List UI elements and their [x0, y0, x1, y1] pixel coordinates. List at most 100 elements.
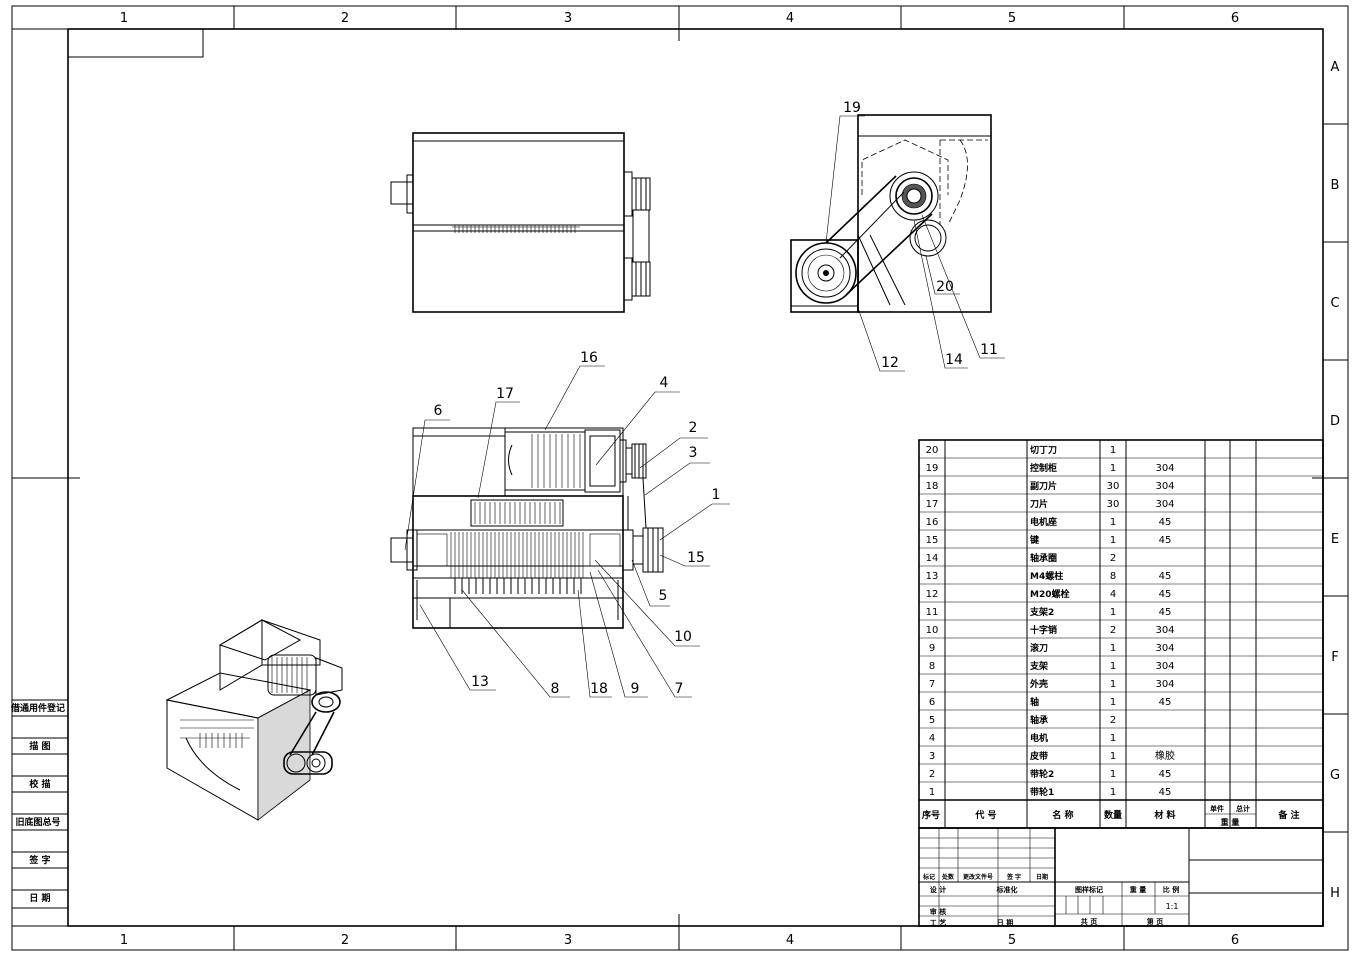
callout-label: 5 [659, 588, 668, 604]
bom-cell-material: 304 [1155, 661, 1174, 672]
bom-cell-name: 外壳 [1029, 678, 1048, 690]
bom-cell-name: M4螺柱 [1030, 570, 1063, 582]
callout-label: 8 [551, 681, 560, 697]
callout-label: 4 [660, 375, 669, 391]
tb-check: 审 核 [930, 907, 946, 916]
row-label: G [1330, 768, 1340, 783]
tb-rev-label: 处数 [941, 873, 955, 881]
bom-cell-name: 电机座 [1030, 516, 1057, 528]
callout-label: 18 [590, 681, 608, 697]
tb-standard: 标准化 [996, 885, 1018, 894]
bom-cell-qty: 1 [1110, 733, 1116, 744]
bom-cell-no: 14 [926, 553, 939, 564]
tb-stage: 图样标记 [1075, 885, 1103, 894]
row-label: B [1331, 178, 1340, 193]
tb-rev-label: 更改文件号 [963, 873, 993, 881]
callout-label: 3 [689, 445, 698, 461]
bom-cell-no: 4 [929, 733, 935, 744]
bom-cell-no: 5 [929, 715, 935, 726]
isometric-view [165, 619, 343, 821]
bom-cell-material: 45 [1159, 607, 1172, 618]
bom-cell-material: 45 [1159, 535, 1172, 546]
front-view [390, 427, 664, 629]
bom-cell-no: 18 [926, 481, 939, 492]
bom-header: 总计 [1236, 804, 1250, 813]
callout-label: 12 [881, 355, 899, 371]
bom-cell-qty: 1 [1110, 535, 1116, 546]
callout-label: 7 [675, 681, 684, 697]
col-label: 1 [120, 11, 128, 26]
bom-cell-no: 1 [929, 787, 935, 798]
bom-cell-material: 304 [1155, 643, 1174, 654]
tb-process: 工 艺 [930, 918, 946, 927]
bom-cell-qty: 2 [1110, 715, 1116, 726]
bom-cell-qty: 1 [1110, 661, 1116, 672]
bom-cell-no: 15 [926, 535, 939, 546]
tb-date: 日 期 [997, 918, 1013, 927]
callout-label: 9 [631, 681, 640, 697]
tb-rev-label: 日期 [1036, 873, 1048, 881]
callout-label: 19 [843, 100, 861, 116]
bom-header: 数量 [1104, 809, 1122, 821]
bom-header: 名 称 [1052, 809, 1073, 821]
col-label: 5 [1008, 11, 1016, 26]
bom-cell-no: 3 [929, 751, 935, 762]
bom-cell-name: 支架 [1029, 660, 1048, 672]
tb-design: 设 计 [930, 885, 946, 894]
bom-header: 重 量 [1221, 817, 1240, 827]
title-block: 标记 处数 更改文件号 签 字 日期 设 计 标准化 审 核 工 艺 日 期 图… [918, 827, 1324, 927]
bom-cell-name: 带轮2 [1030, 768, 1054, 780]
callout-label: 16 [580, 350, 598, 366]
bom-cell-material: 45 [1159, 517, 1172, 528]
bom-cell-material: 45 [1159, 571, 1172, 582]
side-label: 借通用件登记 [10, 702, 65, 714]
bom-cell-no: 19 [926, 463, 939, 474]
callout-leaders [404, 115, 1005, 698]
bom-cell-material: 45 [1159, 787, 1172, 798]
tb-total-sheets: 共 页 [1081, 917, 1097, 926]
callout-label: 2 [689, 420, 698, 436]
bom-cell-name: 十字销 [1030, 624, 1057, 636]
col-label: 4 [786, 11, 794, 26]
callout-label: 15 [687, 550, 705, 566]
bom-cell-qty: 1 [1110, 643, 1116, 654]
side-label: 描 图 [29, 740, 50, 752]
bom-cell-qty: 1 [1110, 463, 1116, 474]
callout-label: 1 [712, 487, 721, 503]
col-label: 4 [786, 933, 794, 948]
bom-cell-no: 12 [926, 589, 939, 600]
bom-cell-qty: 2 [1110, 625, 1116, 636]
zone-strip-right: A B C D E F G H [1323, 60, 1348, 901]
side-label: 校 描 [29, 778, 50, 790]
col-label: 6 [1231, 933, 1239, 948]
row-label: E [1331, 532, 1339, 547]
bom-cell-qty: 4 [1110, 589, 1116, 600]
bom-cell-no: 8 [929, 661, 935, 672]
tb-scale: 1:1 [1166, 902, 1179, 911]
callout-label: 20 [936, 279, 954, 295]
bom-header: 代 号 [974, 809, 996, 821]
row-label: A [1331, 60, 1340, 75]
bom-cell-name: 控制柜 [1030, 462, 1057, 474]
inner-frame [67, 28, 1324, 927]
bom-cell-name: M20螺栓 [1030, 588, 1069, 600]
bom-cell-name: 支架2 [1029, 606, 1054, 618]
bom-cell-name: 轴承圈 [1030, 552, 1057, 564]
bom-cell-no: 6 [929, 697, 935, 708]
bom-cell-qty: 30 [1107, 481, 1120, 492]
bom-cell-qty: 1 [1110, 697, 1116, 708]
side-label: 签 字 [28, 854, 50, 866]
bom-header: 单件 [1210, 804, 1224, 813]
row-label: F [1331, 650, 1338, 665]
bom-cell-material: 45 [1159, 697, 1172, 708]
bom-cell-qty: 2 [1110, 553, 1116, 564]
bom-cell-no: 13 [926, 571, 939, 582]
col-label: 1 [120, 933, 128, 948]
callout-label: 6 [434, 403, 443, 419]
col-label: 2 [341, 11, 349, 26]
row-label: D [1330, 414, 1340, 429]
row-label: H [1330, 886, 1340, 901]
side-label: 旧底图总号 [15, 816, 60, 828]
bom-cell-no: 9 [929, 643, 935, 654]
